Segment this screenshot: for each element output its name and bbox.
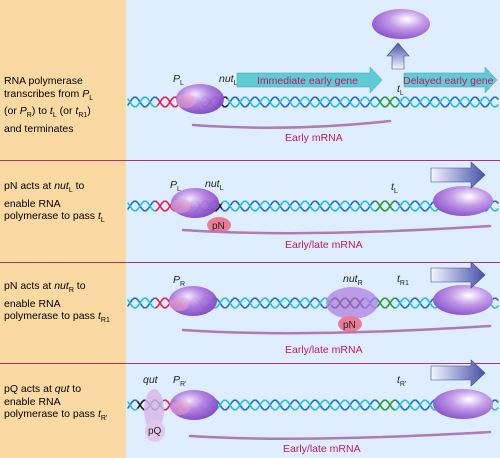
panel-1-line-4: and terminates — [4, 122, 74, 135]
dna-strand-segment — [495, 200, 499, 204]
panel-3-line-1: pN acts at nutR to — [4, 280, 86, 295]
dna-strand-segment — [495, 399, 499, 403]
mrna-label: Early mRNA — [285, 132, 343, 144]
immediate-early-gene-arrow — [236, 66, 383, 94]
dna-helix — [127, 96, 499, 108]
panel-2-line-2: enable RNA — [4, 197, 61, 210]
mrna-strand — [181, 324, 492, 335]
rna-polymerase — [433, 186, 493, 216]
panel-2-line-1: pN acts at nutL to — [4, 180, 85, 195]
pn-protein — [338, 316, 362, 332]
nut-site-label: nutL — [205, 178, 224, 192]
panel-1-description: RNA polymerase transcribes from PL (or P… — [4, 75, 124, 135]
dna-strand-segment — [495, 297, 499, 301]
terminator-label: tL — [397, 83, 404, 97]
mrna-label: Early/late mRNA — [283, 443, 361, 455]
immediate-early-gene-label: Immediate early gene — [257, 75, 358, 87]
dna-complement-segment — [495, 305, 499, 309]
panel-1-line-3: (or PR) to tL (or tR1) — [4, 105, 91, 120]
panel-separator — [0, 363, 500, 364]
nut-site-label: nutL — [219, 73, 238, 87]
panel-separator — [0, 160, 500, 161]
pn-protein — [207, 217, 231, 233]
nut-site-label: nutR — [343, 273, 363, 287]
delayed-early-gene-arrow — [403, 66, 498, 94]
sigma-factor — [170, 401, 190, 415]
pn-label: pN — [212, 221, 225, 232]
dna-strand-segment — [495, 96, 499, 100]
promoter-label: PR' — [173, 374, 186, 388]
direction-arrow-icon — [430, 161, 486, 189]
panel-1-line-2: transcribes from PL — [4, 87, 94, 102]
mrna-strand — [188, 430, 492, 440]
pq-label: pQ — [148, 426, 162, 437]
panel-2-line-3: polymerase to pass tL — [4, 210, 105, 225]
release-arrow-icon — [386, 42, 410, 70]
terminator-label: tL — [391, 181, 398, 195]
panel-3-line-2: enable RNA — [4, 297, 61, 310]
panel-4-line-2: enable RNA — [4, 395, 61, 408]
direction-arrow-icon — [430, 261, 486, 289]
pq-protein — [145, 420, 165, 442]
panel-3-description: pN acts at nutR to enable RNA polymerase… — [4, 280, 124, 328]
panel-1-line-1: RNA polymerase — [4, 75, 83, 87]
promoter-label: PL — [173, 73, 184, 87]
rna-polymerase — [433, 285, 493, 315]
panel-4-line-3: polymerase to pass tR' — [4, 408, 108, 423]
terminator-label: tR1 — [397, 273, 409, 287]
sigma-factor — [169, 297, 189, 311]
terminator-label: tR' — [397, 374, 406, 388]
dna-complement-segment — [495, 407, 499, 411]
promoter-label: PR — [173, 274, 185, 288]
delayed-early-gene-label: Delayed early gene — [403, 75, 494, 87]
panel-separator — [0, 262, 500, 263]
mrna-strand — [181, 224, 492, 235]
sigma-factor — [171, 199, 191, 213]
sigma-factor — [176, 94, 196, 108]
rna-polymerase — [433, 389, 493, 419]
direction-arrow-icon — [430, 359, 486, 387]
released-rna-polymerase — [372, 9, 430, 39]
pn-label: pN — [343, 320, 356, 331]
rna-polymerase — [326, 287, 378, 319]
qut-site-label: qut — [143, 374, 159, 386]
dna-complement-segment — [495, 104, 499, 108]
panel-4-description: pQ acts at qut to enable RNA polymerase … — [4, 383, 124, 426]
dna-complement-segment — [495, 208, 499, 212]
promoter-label: PL — [170, 179, 181, 193]
panel-4-line-1: pQ acts at qut to — [4, 383, 82, 395]
mrna-strand — [191, 119, 392, 129]
mrna-label: Early/late mRNA — [285, 344, 363, 356]
mrna-label: Early/late mRNA — [285, 239, 363, 251]
description-column — [0, 0, 126, 458]
pq-protein-tether — [144, 389, 164, 431]
panel-2-description: pN acts at nutL to enable RNA polymerase… — [4, 180, 124, 228]
panel-3-line-3: polymerase to pass tR1 — [4, 310, 110, 325]
